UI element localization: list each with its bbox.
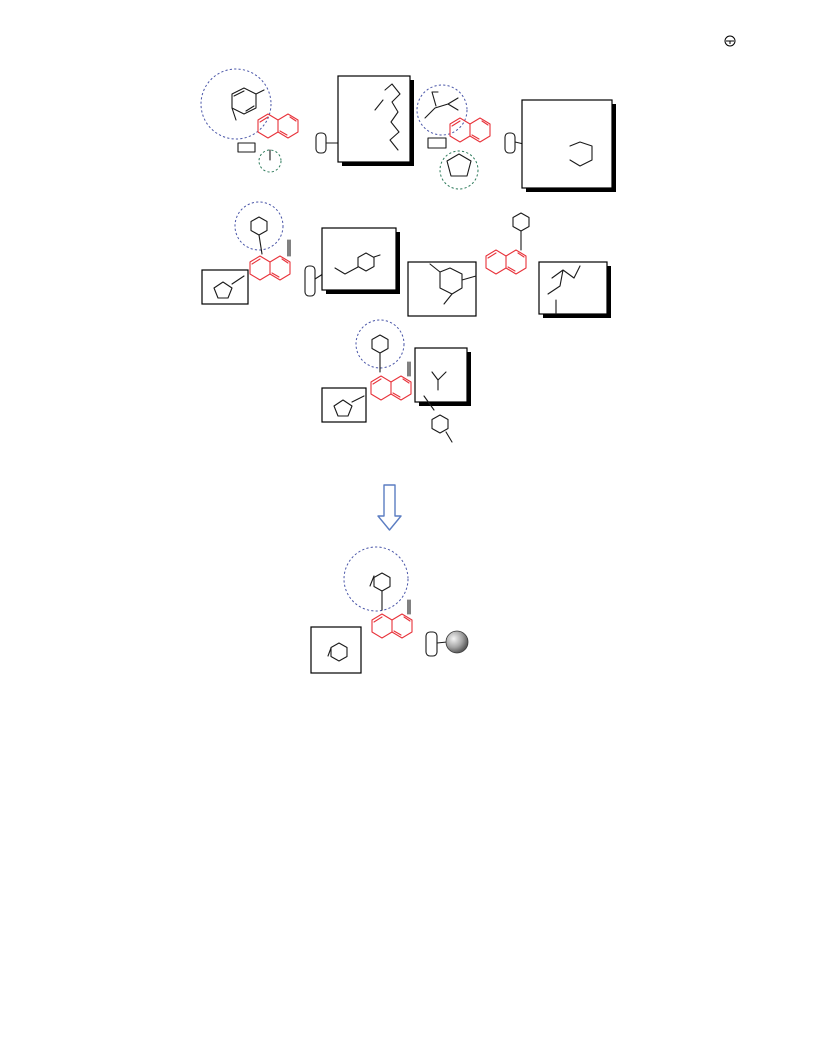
reagent-box-5b: [414, 347, 471, 406]
reagent-box-product: [310, 626, 362, 674]
alkyl-region-circle: [258, 149, 282, 173]
corner-mark-icon: [724, 35, 736, 47]
compound-4: [407, 212, 611, 318]
reagent-box-3b: [321, 227, 400, 294]
generic-product: [310, 546, 469, 674]
compound-2: [416, 84, 616, 192]
compound-5: [321, 319, 471, 443]
down-arrow: [377, 484, 402, 531]
compound-3: [201, 201, 400, 305]
aryl-substituent: [231, 87, 265, 121]
reagent-box-5a: [321, 387, 367, 423]
linker: [237, 132, 327, 154]
aryl-region-circle: [343, 546, 409, 612]
alkyl-region-circle: [439, 150, 479, 190]
reagent-box-4b: [538, 261, 611, 318]
solid-support-bead-icon: [445, 630, 469, 654]
compound-1: [200, 68, 414, 173]
aryl-region-circle: [200, 68, 272, 140]
aryl-region-circle: [355, 319, 405, 369]
aryl-region-circle: [416, 84, 468, 136]
reagent-box-3a: [201, 269, 249, 305]
reagent-box-4a: [407, 261, 477, 317]
reagent-box-2: [521, 99, 616, 192]
reagent-box-1: [337, 75, 414, 166]
aryl-region-circle: [234, 201, 284, 251]
